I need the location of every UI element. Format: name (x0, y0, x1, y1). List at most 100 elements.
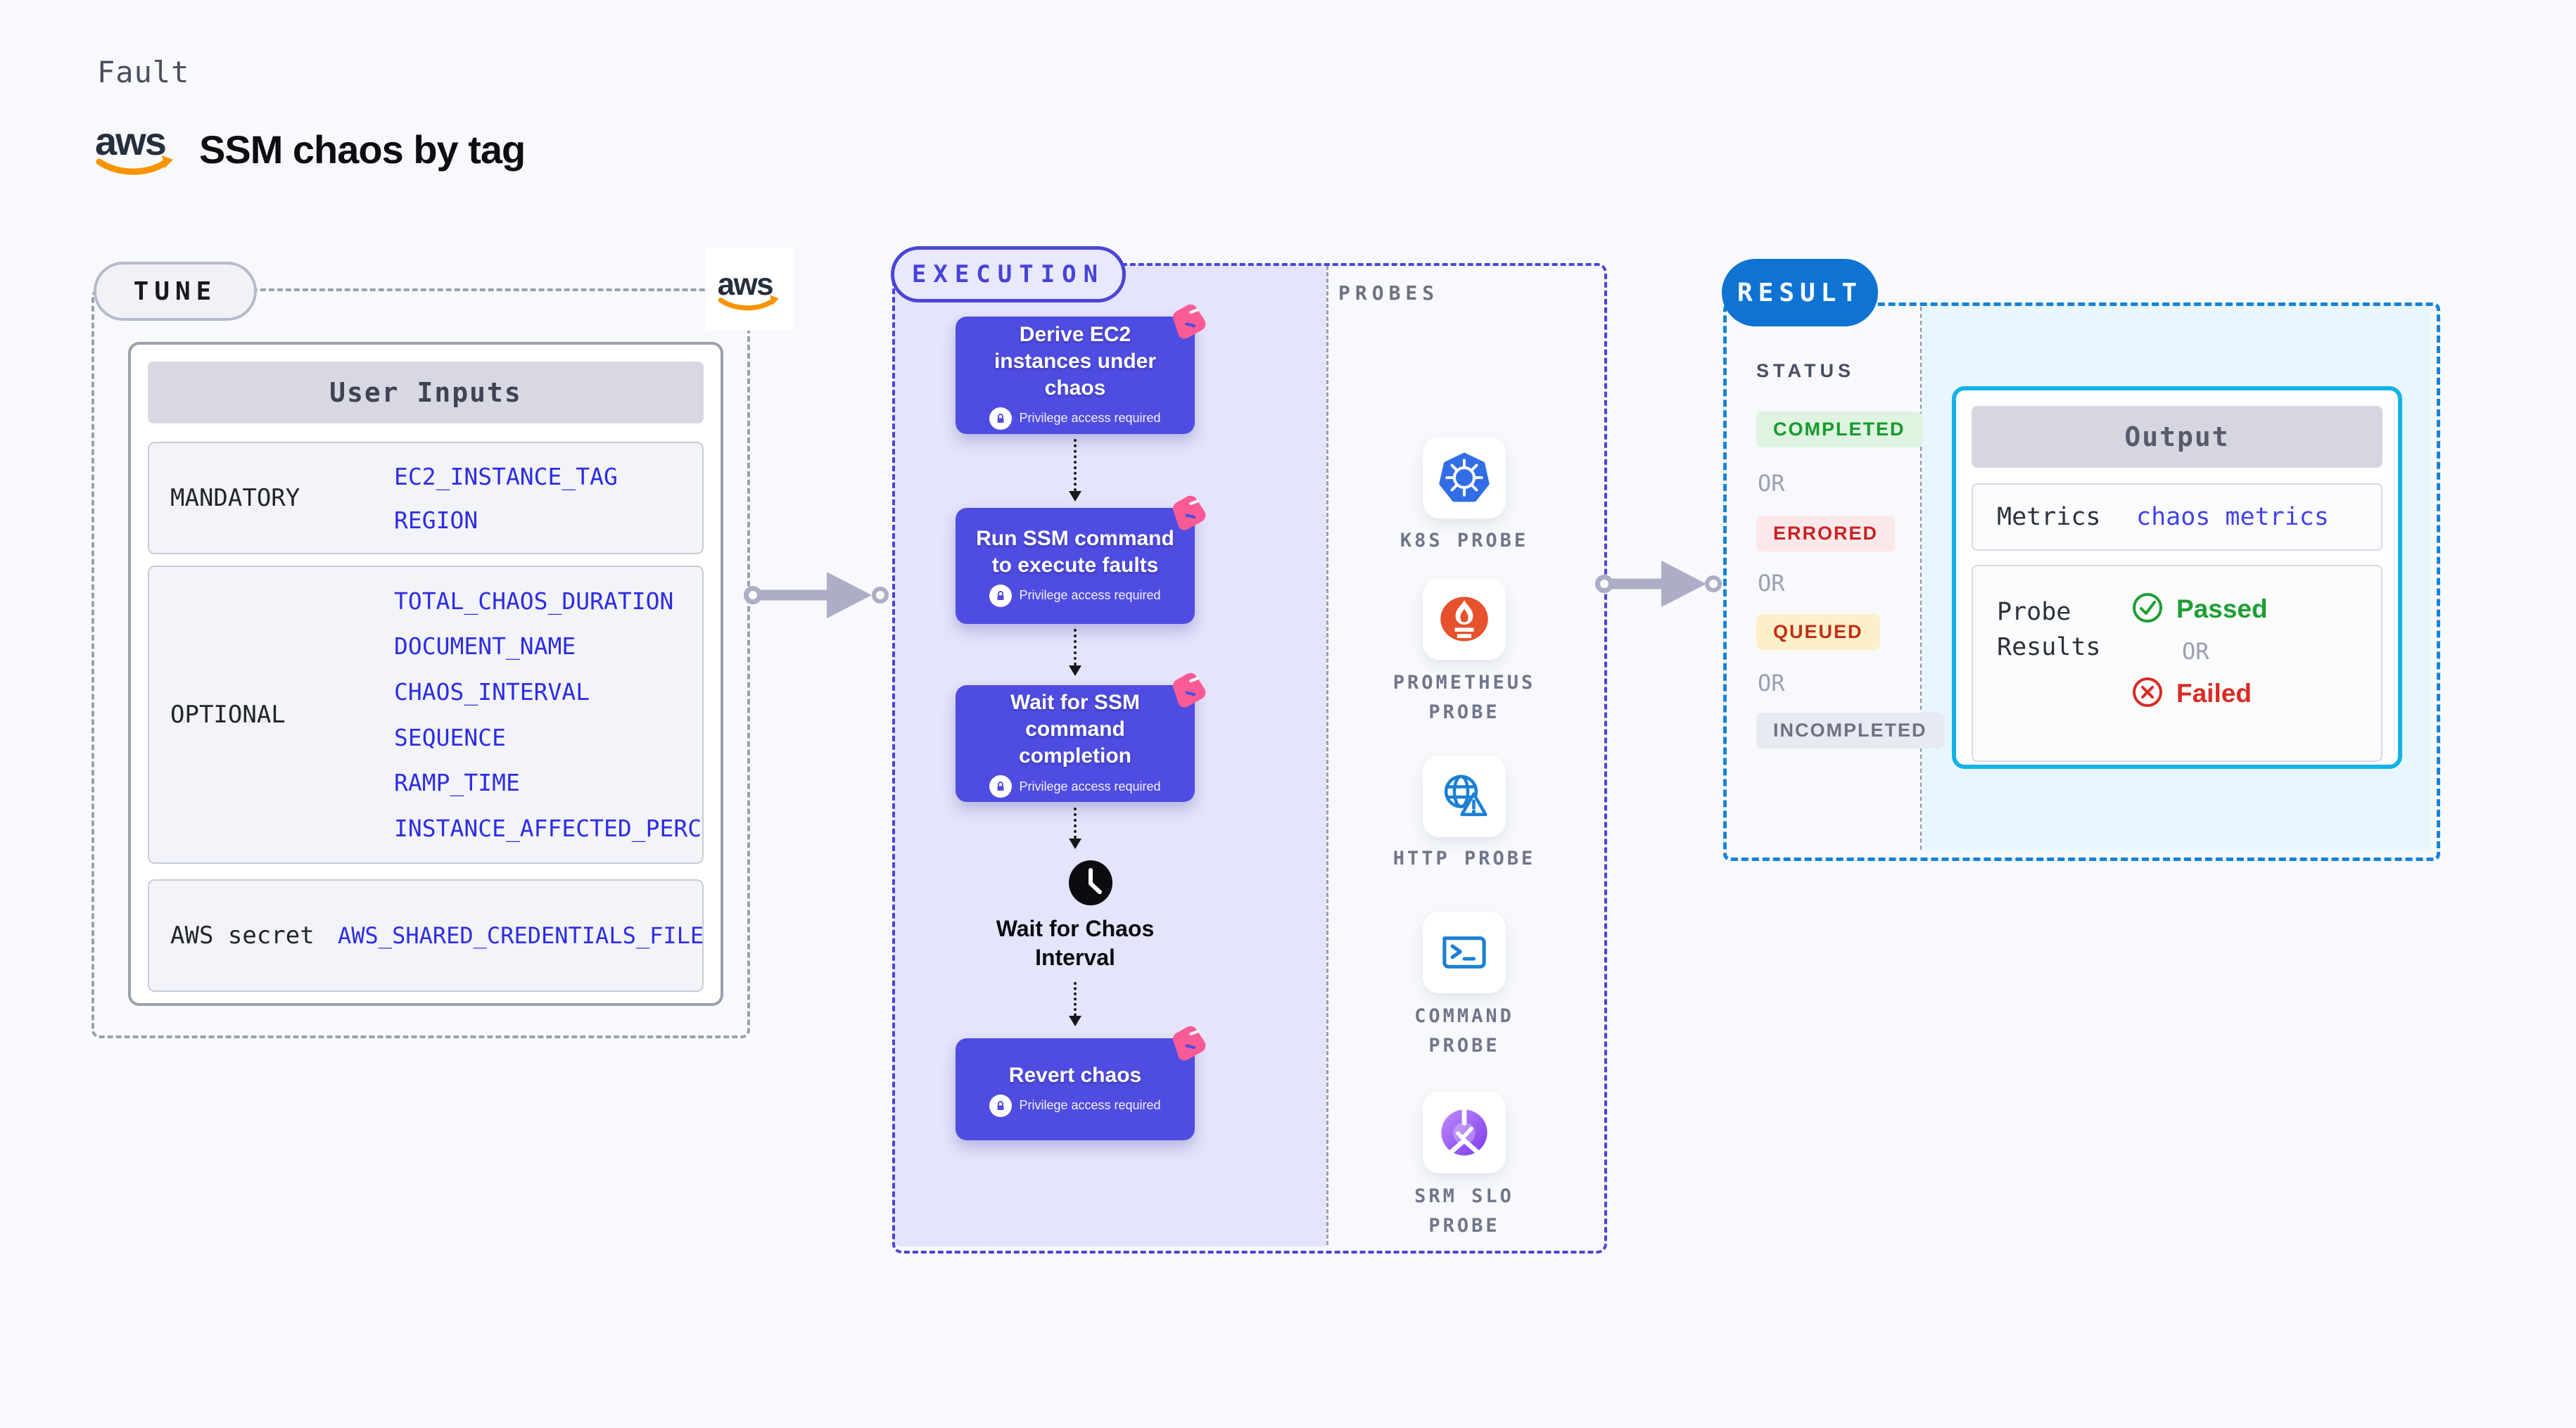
row-values: TOTAL_CHAOS_DURATION DOCUMENT_NAME CHAOS… (394, 567, 702, 862)
input-variable: REGION (394, 506, 478, 534)
user-inputs-header: User Inputs (148, 362, 704, 423)
probes-section-label: PROBES (1338, 281, 1440, 305)
input-variable: AWS_SHARED_CREDENTIALS_FILE (338, 922, 704, 949)
step-revert-chaos: Revert chaos Privilege access required (956, 1026, 1206, 1140)
flow-arrow (1069, 982, 1081, 1026)
svg-text:aws: aws (718, 267, 773, 302)
step-run-ssm: Run SSM command to execute faults Privil… (956, 495, 1206, 624)
chaos-logo-icon (1171, 1026, 1206, 1064)
lock-icon (989, 584, 1013, 607)
privilege-badge: Privilege access required (989, 407, 1161, 430)
wait-label-line2: Interval (1035, 945, 1115, 970)
privilege-badge: Privilege access required (989, 584, 1161, 607)
flow-arrow (1069, 439, 1081, 502)
page-title: SSM chaos by tag (199, 127, 526, 172)
input-variable: DOCUMENT_NAME (394, 632, 576, 661)
probe-label: COMMAND PROBE (1414, 1005, 1514, 1057)
privilege-badge-text: Privilege access required (1019, 588, 1161, 602)
row-values: AWS_SHARED_CREDENTIALS_FILE (338, 881, 704, 990)
step-title: Derive EC2 instances under chaos (994, 322, 1157, 400)
flow-arrow (1069, 629, 1081, 676)
aws-corner-logo-icon: aws (706, 248, 794, 331)
execution-section-border (892, 263, 1607, 1254)
aws-logo-icon: aws (94, 118, 179, 180)
tune-to-execution-arrow (744, 572, 889, 618)
lock-icon (989, 1094, 1013, 1117)
page-kicker: Fault (97, 55, 190, 89)
status-badge-queued: QUEUED (1756, 614, 1880, 650)
privilege-badge-text: Privilege access required (1019, 1098, 1161, 1112)
output-header: Output (1972, 406, 2383, 468)
or-separator: OR (2182, 638, 2209, 665)
probe-label: PROMETHEUS PROBE (1392, 672, 1536, 723)
chaos-logo-icon (1171, 672, 1206, 710)
input-variable: EC2_INSTANCE_TAG (394, 462, 618, 490)
or-separator: OR (1758, 570, 1785, 597)
metrics-row: Metrics chaos metrics (1972, 483, 2383, 551)
prometheus-icon (1423, 578, 1506, 660)
probe-label: K8S PROBE (1400, 530, 1529, 552)
input-variable: SEQUENCE (394, 723, 506, 751)
input-variable: CHAOS_INTERVAL (394, 678, 590, 706)
or-separator: OR (1758, 670, 1785, 696)
http-globe-icon (1423, 756, 1506, 837)
lock-icon (989, 407, 1013, 430)
step-wait-ssm: Wait for SSM command completion Privileg… (956, 672, 1206, 802)
probe-results-values: Passed OR Failed (2131, 592, 2268, 711)
input-variable: INSTANCE_AFFECTED_PERC (394, 815, 702, 843)
status-badge-incompleted: INCOMPLETED (1756, 713, 1944, 748)
result-section-border (1723, 302, 2440, 861)
probe-results-label: Probe Results (1997, 598, 2101, 661)
tune-section-border (91, 288, 750, 1038)
chaos-logo-icon (1171, 495, 1206, 533)
result-section-label: RESULT (1722, 259, 1878, 326)
probe-label: HTTP PROBE (1392, 848, 1536, 869)
step-title: Run SSM command to execute faults (976, 526, 1174, 577)
status-badge-completed: COMPLETED (1756, 412, 1922, 447)
failed-result: Failed (2131, 676, 2268, 711)
privilege-badge-text: Privilege access required (1019, 779, 1161, 793)
status-heading: STATUS (1756, 360, 1855, 381)
privilege-badge: Privilege access required (989, 1094, 1161, 1117)
terminal-icon (1423, 912, 1506, 993)
step-derive-ec2: Derive EC2 instances under chaos Privile… (956, 304, 1206, 434)
failed-label: Failed (2176, 679, 2252, 708)
result-divider (1920, 307, 1922, 850)
table-row-mandatory: MANDATORY EC2_INSTANCE_TAG REGION (148, 442, 704, 554)
svg-text:aws: aws (95, 119, 165, 163)
output-panel: Output Metrics chaos metrics Probe Resul… (1952, 386, 2402, 769)
row-label: OPTIONAL (170, 701, 286, 729)
srm-slo-icon (1423, 1092, 1506, 1173)
privilege-badge-text: Privilege access required (1019, 411, 1161, 425)
probes-divider (1326, 266, 1328, 1245)
metrics-value: chaos metrics (2136, 503, 2329, 531)
privilege-badge: Privilege access required (989, 775, 1161, 798)
status-badge-errored: ERRORED (1756, 516, 1896, 552)
probe-results-row: Probe Results Passed OR (1972, 565, 2383, 762)
passed-label: Passed (2176, 594, 2268, 623)
lock-icon (989, 775, 1013, 798)
table-row-optional: OPTIONAL TOTAL_CHAOS_DURATION DOCUMENT_N… (148, 566, 704, 864)
page-title-row: aws SSM chaos by tag (94, 118, 526, 180)
chaos-logo-icon (1171, 304, 1206, 342)
input-variable: TOTAL_CHAOS_DURATION (394, 587, 674, 615)
execution-section-label: EXECUTION (891, 246, 1126, 302)
step-title: Revert chaos (1008, 1063, 1142, 1087)
row-label: AWS secret (170, 922, 315, 950)
row-label: MANDATORY (170, 484, 300, 512)
clock-icon (1068, 860, 1113, 909)
metrics-label: Metrics (1997, 503, 2101, 531)
check-circle-icon (2131, 592, 2164, 627)
user-inputs-table: User Inputs MANDATORY EC2_INSTANCE_TAG R… (128, 342, 723, 1006)
kubernetes-icon (1423, 437, 1506, 518)
input-variable: RAMP_TIME (394, 769, 520, 797)
probe-label: SRM SLO PROBE (1414, 1185, 1514, 1237)
passed-result: Passed (2131, 592, 2268, 627)
table-row-aws-secret: AWS secret AWS_SHARED_CREDENTIALS_FILE (148, 879, 704, 992)
step-title: Wait for SSM command completion (1010, 691, 1140, 767)
wait-label-line1: Wait for Chaos (996, 916, 1155, 941)
tune-section-label: TUNE (94, 262, 257, 321)
wait-for-chaos-interval-label: Wait for Chaos Interval (984, 914, 1167, 972)
flow-arrow (1069, 808, 1081, 849)
